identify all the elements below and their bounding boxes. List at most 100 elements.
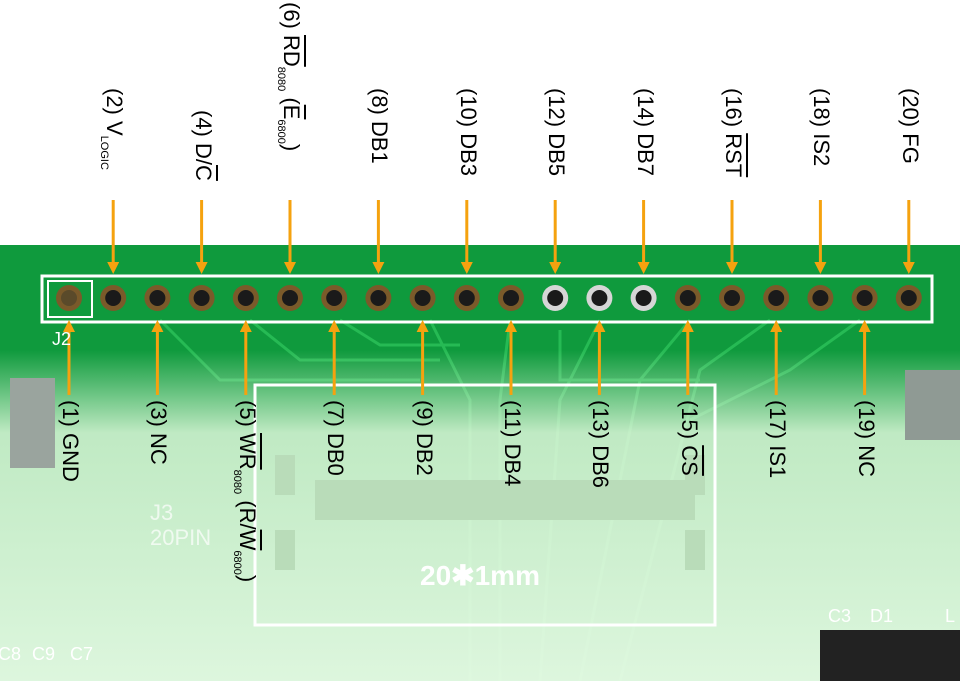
pin-label: (15) CS: [676, 400, 702, 476]
pin-label: (13) DB6: [588, 400, 614, 488]
side-bracket-left: [10, 378, 55, 468]
pin-number: (20): [897, 88, 923, 134]
pin-name: DB3: [455, 133, 481, 177]
pin-number: (11): [500, 400, 525, 444]
header-pin-hole: [414, 290, 431, 306]
header-pin-hole: [635, 290, 652, 306]
fpc-pads: [275, 455, 705, 570]
pin-name: FG: [897, 133, 923, 164]
pin-number: (16): [721, 88, 746, 134]
pin-name: IS1: [765, 445, 791, 479]
arrows: [63, 200, 915, 395]
pin-number: (13): [588, 400, 614, 446]
pin-alt-subscript: 6800: [275, 119, 287, 144]
pin-alt-subscript: 6800: [230, 550, 243, 575]
pin-subscript: LOGIC: [98, 135, 111, 170]
pin-name-overline: WR: [234, 433, 260, 470]
pin-label: (17) IS1: [765, 400, 791, 479]
pin-name: DB2: [411, 433, 437, 476]
header-pin-hole: [591, 290, 608, 306]
pin-number: (14): [632, 88, 658, 134]
header-pin-hole: [724, 290, 740, 306]
pin-label: (14) DB7: [632, 88, 658, 177]
pin-alt-close: ): [279, 143, 304, 152]
pin-number: (15): [676, 400, 702, 446]
pin-number: (17): [765, 400, 791, 446]
pin-label: (7) DB0: [323, 400, 349, 476]
connector-pins-silkscreen-label: 20PIN: [150, 525, 211, 550]
header-pin-hole: [237, 290, 254, 306]
pin-alt-name: W: [234, 529, 260, 551]
pin-name: NC: [853, 445, 879, 478]
pin-name: GND: [58, 433, 83, 482]
pin-number: (1): [58, 400, 83, 433]
pin-number: (2): [102, 88, 128, 121]
pin-name: DB4: [500, 443, 525, 487]
pin-label: (20) FG: [897, 88, 923, 164]
header-pin-hole: [61, 290, 77, 306]
pin-label: (19) NC: [853, 400, 879, 478]
pin-name: D/: [190, 143, 216, 165]
pin-number: (9): [411, 400, 437, 433]
pin-label: (2) VLOGIC: [98, 88, 128, 170]
connector-silkscreen-label: J3: [150, 500, 173, 525]
pin-number: (6): [279, 2, 304, 35]
pin-name-overline: C: [190, 165, 216, 181]
component-label-c3: C3: [828, 606, 851, 626]
header-pin-hole: [370, 290, 387, 306]
pin-alt-name: E: [279, 104, 304, 120]
pin-number: (5): [234, 400, 260, 433]
pin-number: (4): [190, 110, 216, 143]
header-pin-hole: [856, 290, 873, 306]
pin-number: (3): [146, 400, 172, 433]
pin-subscript: 8080: [230, 469, 243, 495]
pin-name-overline: CS: [676, 445, 702, 476]
pin-name: V: [102, 121, 128, 136]
header-pins: [56, 285, 922, 311]
pin-label: (1) GND: [58, 400, 83, 482]
header-pin-hole: [193, 290, 210, 306]
pin-name: DB7: [632, 133, 658, 177]
header-pin-hole: [900, 290, 917, 306]
pin-number: (8): [367, 88, 393, 121]
header-pin-hole: [326, 290, 343, 306]
pin-alt-close: ): [234, 574, 260, 583]
pin-number: (18): [809, 88, 835, 134]
pin-name: DB1: [367, 121, 393, 164]
fpc-silkscreen-label: 20✱1mm: [420, 560, 540, 591]
component-pad: [820, 630, 960, 681]
pin-name: DB0: [323, 433, 349, 476]
pin1-box: [47, 280, 93, 318]
connector-outline: [253, 383, 717, 627]
component-label-d1: D1: [870, 606, 893, 626]
pin-name: DB5: [544, 133, 570, 177]
pin-label: (18) IS2: [809, 88, 835, 167]
pin-alt-open: (: [279, 91, 304, 105]
pin-label: (8) DB1: [367, 88, 393, 164]
component-label-c9: C9: [32, 644, 55, 664]
pin-label: (16) RST: [721, 88, 746, 178]
header-pin-hole: [503, 290, 519, 306]
pin-name-overline: RST: [721, 133, 746, 178]
pin-label: (6) RD8080 (E6800): [275, 2, 304, 152]
header-pin-hole: [458, 290, 475, 306]
header-pin-hole: [679, 290, 696, 306]
pin-name: IS2: [809, 133, 835, 167]
pin-subscript: 8080: [275, 66, 287, 92]
header-pin-hole: [812, 290, 829, 306]
header-pin-hole: [105, 290, 122, 306]
pin-number: (19): [853, 400, 879, 446]
pin-label: (4) D/C: [190, 110, 216, 181]
header-silkscreen-label: J2: [52, 329, 71, 349]
pin-number: (12): [544, 88, 570, 134]
pin-name-overline: RD: [279, 35, 304, 67]
header-pin-hole: [282, 290, 298, 306]
component-label-c8: C8: [0, 644, 21, 664]
pin-number: (10): [455, 88, 481, 134]
side-bracket-right: [905, 370, 960, 440]
pin-label: (12) DB5: [544, 88, 570, 177]
component-label-l: L: [945, 606, 955, 626]
pin-label: (5) WR8080 (R/W6800): [230, 400, 260, 583]
pin-label: (10) DB3: [455, 88, 481, 177]
